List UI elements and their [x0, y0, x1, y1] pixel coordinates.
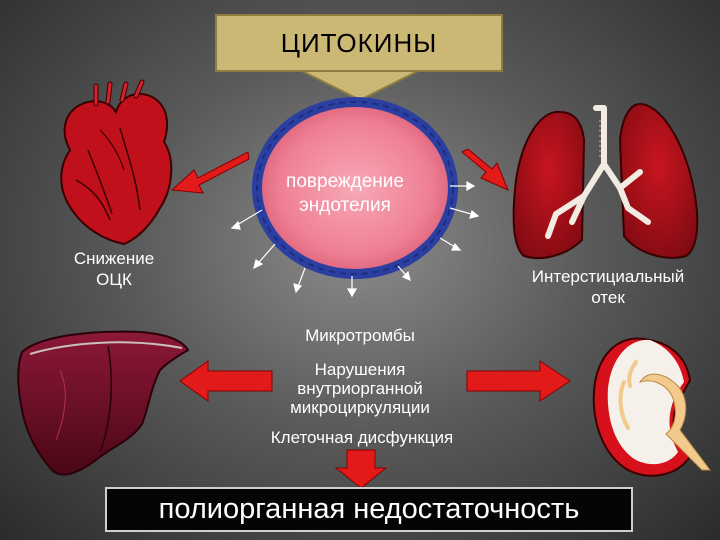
title-down-arrow: [300, 70, 420, 100]
microcirculation-line2: внутриорганной: [258, 379, 462, 398]
microcirculation-line1: Нарушения: [258, 360, 462, 379]
microthrombi-label: Микротромбы: [260, 326, 460, 346]
arrow-to-heart: [172, 152, 249, 193]
endothelium-label-line1: повреждение: [245, 170, 445, 194]
endothelium-label-line2: эндотелия: [245, 194, 445, 218]
lungs-effect-line2: отек: [508, 287, 708, 308]
multi-organ-failure-box: полиорганная недостаточность: [105, 487, 633, 532]
heart-effect-line1: Снижение: [52, 248, 176, 269]
heart-effect-label: Снижение ОЦК: [52, 248, 176, 290]
cytokines-title: ЦИТОКИНЫ: [215, 14, 503, 72]
arrow-to-kidney: [467, 361, 570, 401]
arrow-to-result: [336, 450, 386, 488]
kidney-icon: [594, 338, 710, 475]
microcirculation-line3: микроциркуляции: [258, 398, 462, 417]
heart-icon: [61, 82, 171, 244]
heart-effect-line2: ОЦК: [52, 269, 176, 290]
lungs-effect-label: Интерстициальный отек: [508, 266, 708, 308]
lungs-icon: [514, 104, 698, 258]
liver-icon: [18, 332, 188, 475]
lungs-effect-line1: Интерстициальный: [508, 266, 708, 287]
endothelium-label: повреждение эндотелия: [245, 170, 445, 218]
cell-dysfunction-label: Клеточная дисфункция: [236, 428, 488, 448]
microcirculation-label: Нарушения внутриорганной микроциркуляции: [258, 360, 462, 417]
